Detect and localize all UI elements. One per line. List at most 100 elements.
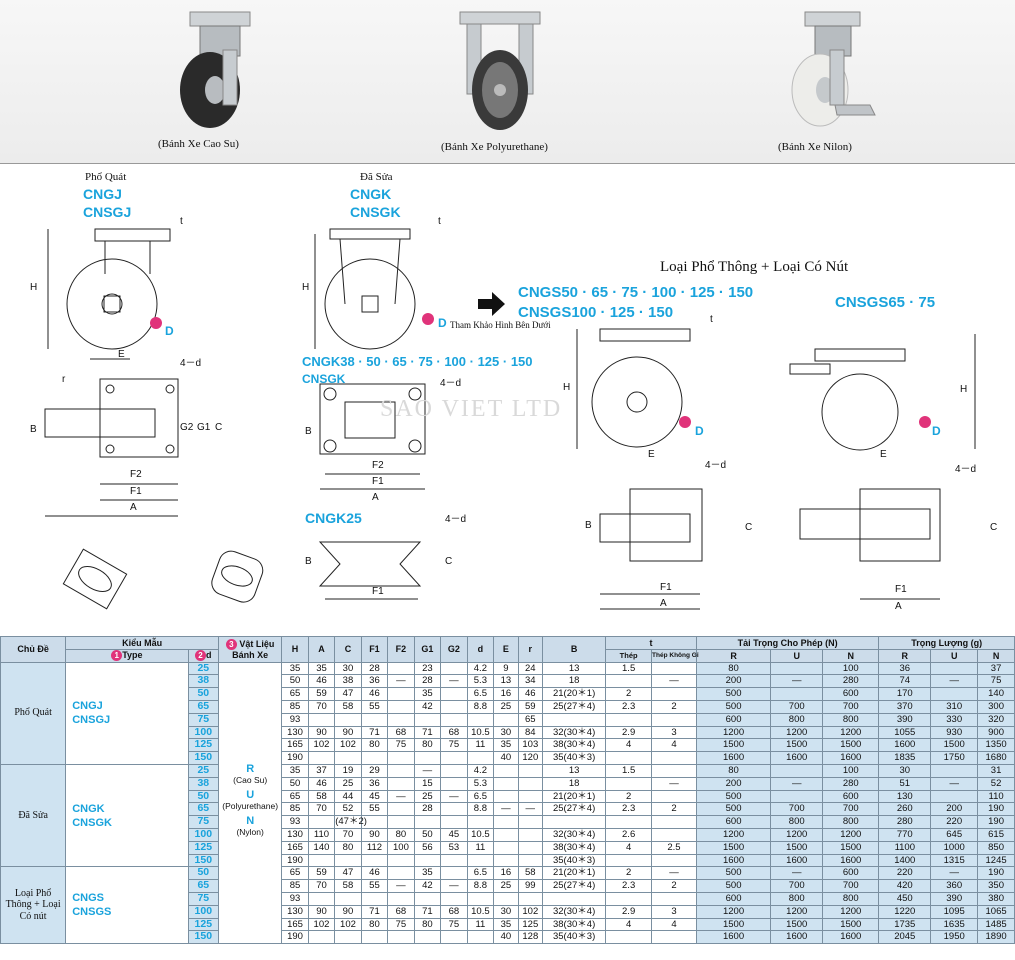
value-cell: — [440, 674, 468, 689]
value-cell: 930 [930, 725, 979, 740]
value-cell: 53 [440, 840, 468, 855]
value-cell: 85 [281, 879, 309, 893]
value-cell [413, 930, 442, 945]
value-cell: 55 [360, 879, 389, 893]
header-F1: F1 [360, 636, 389, 663]
header-F2: F2 [387, 636, 415, 663]
material-name: (Polyurethane) [222, 800, 279, 811]
value-cell: 19 [334, 763, 362, 778]
value-cell: 600 [695, 712, 772, 727]
cnsgs-series: CNSGS100 · 125 · 150 [518, 304, 674, 321]
value-cell: 71 [413, 904, 442, 919]
value-cell: 6.5 [466, 687, 495, 701]
value-cell: 80 [695, 661, 772, 676]
value-cell [542, 891, 607, 906]
value-cell: 85 [281, 699, 309, 714]
value-cell: 13 [542, 661, 607, 676]
value-cell: 1500 [770, 917, 824, 932]
value-cell: — [930, 776, 979, 791]
value-cell [493, 776, 519, 791]
value-cell [651, 827, 697, 842]
value-cell [493, 840, 519, 855]
value-cell: 58 [334, 879, 362, 893]
value-cell: 8.8 [466, 802, 495, 817]
value-cell: 1095 [930, 904, 979, 919]
value-cell [493, 815, 519, 829]
value-cell: — [770, 674, 824, 689]
value-cell: 200 [695, 776, 772, 791]
cnsgk-label: CNSGK [302, 372, 346, 386]
value-cell [440, 661, 468, 676]
value-cell [605, 751, 653, 765]
value-cell: 30 [334, 661, 362, 676]
value-cell [651, 930, 697, 945]
value-cell: 15 [413, 776, 442, 791]
value-cell: 65 [281, 687, 309, 701]
value-cell [440, 751, 468, 765]
value-cell: 46 [307, 674, 336, 689]
value-cell: 34 [517, 674, 544, 689]
value-cell [360, 930, 389, 945]
value-cell: 165 [281, 917, 309, 932]
value-cell [360, 751, 389, 765]
value-cell: 1200 [770, 904, 824, 919]
value-cell: 280 [822, 674, 880, 689]
value-cell: 700 [822, 802, 880, 817]
material-code: R [246, 762, 255, 775]
value-cell: 13 [542, 763, 607, 778]
value-cell: (47＊2) [334, 815, 367, 829]
value-cell: 42 [413, 879, 442, 893]
reference-note: Tham Khảo Hình Bên Dưới [450, 320, 551, 330]
value-cell: 140 [307, 840, 336, 855]
value-cell: 380 [977, 891, 1015, 906]
dim-f2-2: F2 [372, 460, 384, 471]
value-cell: 71 [413, 725, 442, 740]
value-cell [387, 699, 415, 714]
value-cell [307, 815, 336, 829]
value-cell: 71 [360, 725, 389, 740]
value-cell: — [440, 789, 468, 804]
value-cell: 800 [822, 815, 880, 829]
value-cell: 32(30＊4) [542, 827, 607, 842]
value-cell: 3 [651, 725, 697, 740]
value-cell: 18 [542, 674, 607, 689]
value-cell: 1055 [878, 725, 932, 740]
value-cell: 55 [360, 802, 389, 817]
dim-4d-3: 4－d [445, 514, 467, 525]
value-cell: 6.5 [466, 866, 495, 881]
value-cell: 35 [493, 917, 519, 932]
material-name: (Nylon) [236, 826, 264, 837]
value-cell [387, 661, 415, 676]
size-cell: 38 [187, 674, 220, 689]
technical-drawings-panel: Phổ Quát CNGJ CNSGJ Đã Sửa CNGK CNSGK Th… [0, 164, 1015, 634]
value-cell: 1400 [878, 853, 932, 868]
header-kieu-mau: Kiểu Mẫu [65, 636, 220, 650]
value-cell [466, 751, 495, 765]
value-cell [651, 661, 697, 676]
value-cell: 1245 [977, 853, 1015, 868]
dim-a-1: A [130, 502, 137, 513]
value-cell: — [930, 674, 979, 689]
size-cell: 125 [187, 738, 220, 753]
material-name: (Cao Su) [233, 774, 268, 785]
value-cell: 70 [307, 699, 336, 714]
dim-h-2: H [302, 282, 310, 293]
value-cell: 85 [281, 802, 309, 817]
value-cell: 42 [413, 699, 442, 714]
value-cell [605, 930, 653, 945]
value-cell: 1835 [878, 751, 932, 765]
value-cell: 1680 [977, 751, 1015, 765]
value-cell [440, 763, 468, 778]
value-cell: 102 [334, 738, 362, 753]
value-cell: 90 [307, 725, 336, 740]
value-cell: 59 [517, 699, 544, 714]
value-cell: 110 [307, 827, 336, 842]
value-cell: 1350 [977, 738, 1015, 753]
value-cell: 130 [281, 725, 309, 740]
value-cell [413, 891, 442, 906]
material-code: N [246, 814, 255, 827]
